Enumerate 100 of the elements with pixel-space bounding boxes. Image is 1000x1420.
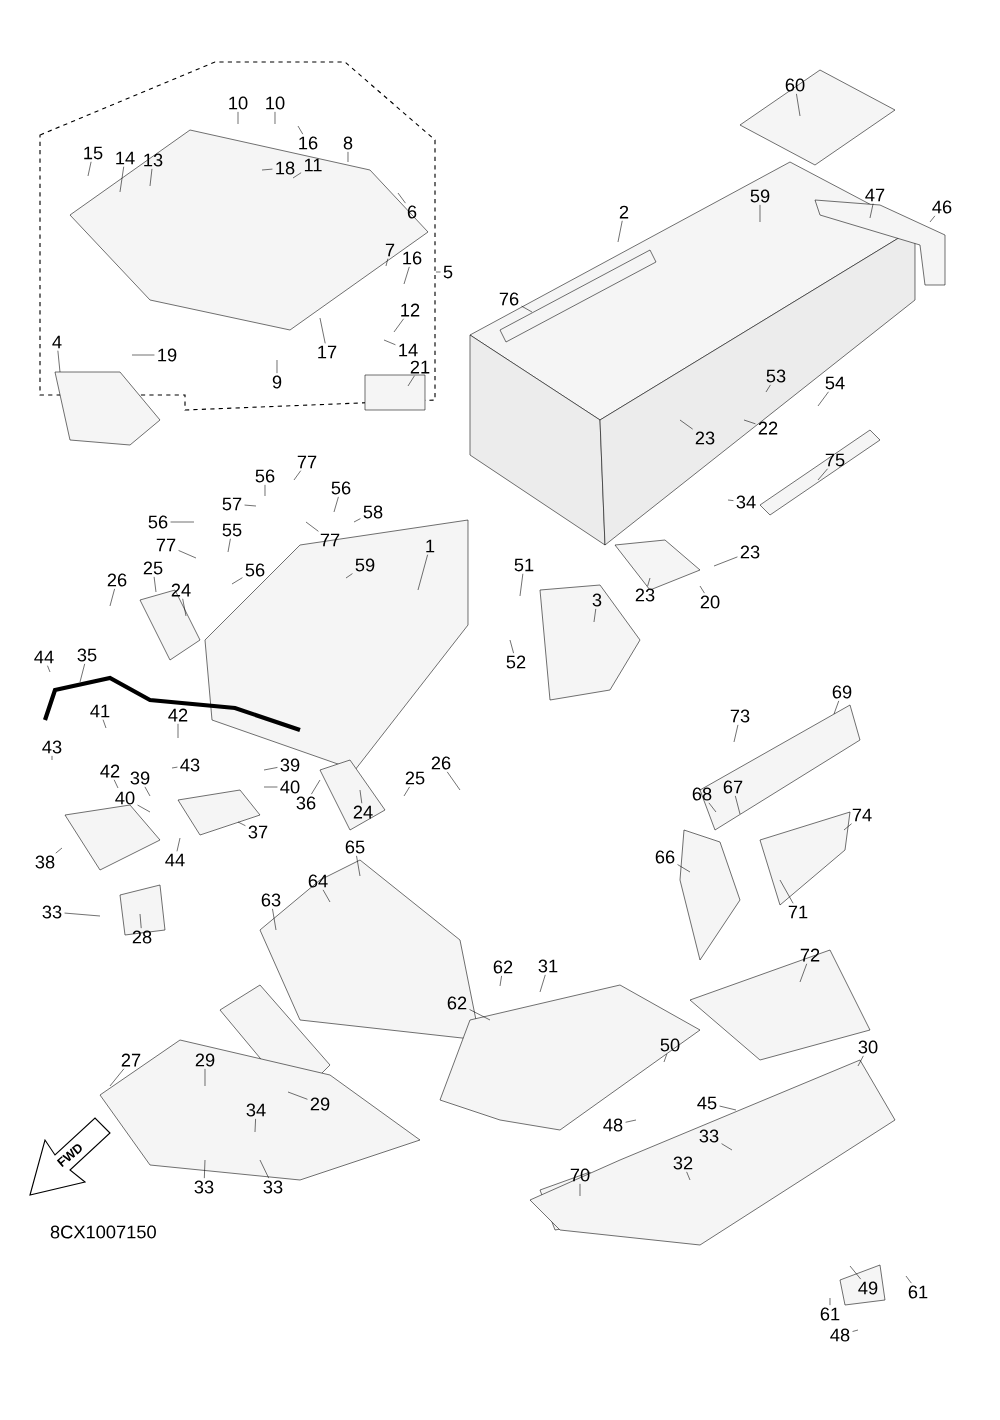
leader-line: [276, 359, 278, 374]
leader-line: [137, 804, 151, 813]
callout-number: 62: [447, 996, 467, 1010]
callout-number: 39: [130, 771, 150, 785]
callout-number: 24: [353, 805, 373, 819]
callout-number: 37: [248, 825, 268, 839]
callout-number: 33: [263, 1180, 283, 1194]
leader-line: [829, 1297, 831, 1306]
callout-number: 47: [865, 188, 885, 202]
leader-line: [178, 550, 197, 559]
leader-line: [322, 889, 331, 903]
callout-number: 35: [77, 648, 97, 662]
leader-line: [539, 974, 546, 993]
leader-line: [171, 766, 178, 769]
leader-line: [796, 93, 801, 117]
leader-line: [292, 172, 302, 179]
callout-number: 30: [858, 1040, 878, 1054]
callout-number: 44: [165, 853, 185, 867]
callout-number: 56: [148, 515, 168, 529]
callout-number: 20: [700, 595, 720, 609]
callout-number: 4: [52, 335, 62, 349]
leader-line: [905, 1275, 912, 1284]
callout-number: 12: [401, 303, 420, 317]
leader-line: [333, 496, 339, 513]
callout-number: 44: [34, 650, 54, 664]
leader-line: [153, 576, 157, 593]
callout-number: 67: [723, 780, 743, 794]
callout-number: 42: [168, 708, 188, 722]
callout-number: 48: [830, 1328, 850, 1342]
leader-line: [721, 1143, 733, 1151]
leader-line: [579, 1183, 581, 1197]
callout-number: 33: [42, 905, 62, 919]
callout-number: 74: [852, 808, 872, 822]
leader-line: [131, 354, 155, 356]
leader-line: [727, 499, 734, 501]
leader-line: [679, 419, 693, 430]
leader-line: [259, 1159, 269, 1179]
callout-number: 13: [144, 153, 163, 167]
leader-line: [293, 470, 301, 481]
leader-line: [319, 317, 326, 344]
leader-line: [799, 963, 808, 983]
callout-number: 65: [345, 840, 365, 854]
callout-number: 71: [788, 905, 808, 919]
callout-number: 69: [832, 685, 852, 699]
callout-number: 26: [107, 573, 127, 587]
leader-line: [663, 1053, 668, 1063]
leader-line: [353, 518, 361, 523]
leader-line: [287, 1091, 308, 1100]
callout-number: 49: [858, 1281, 878, 1295]
callout-number: 10: [266, 96, 285, 110]
leader-line: [857, 1055, 864, 1067]
leader-line: [843, 823, 852, 831]
leader-line: [817, 391, 829, 407]
leader-line: [417, 554, 428, 591]
callout-number: 52: [506, 655, 526, 669]
leader-line: [263, 786, 278, 788]
callout-number: 10: [229, 96, 248, 110]
leader-line: [765, 384, 771, 393]
callout-number: 60: [785, 78, 805, 92]
callout-number: 31: [538, 959, 558, 973]
callout-number: 51: [514, 558, 534, 572]
leader-line: [817, 468, 828, 481]
leader-line: [743, 419, 756, 425]
callout-number: 77: [156, 538, 176, 552]
leader-line: [779, 879, 794, 904]
leader-line: [719, 1105, 737, 1111]
callout-number: 9: [272, 375, 282, 389]
leader-line: [297, 125, 304, 135]
leader-line: [713, 556, 738, 567]
callout-number: 72: [800, 948, 820, 962]
leader-line: [469, 1009, 491, 1021]
callout-number: 2: [619, 205, 629, 219]
leader-line: [499, 975, 502, 987]
callout-number: 14: [399, 343, 418, 357]
callout-number: 45: [697, 1096, 717, 1110]
leader-line: [347, 151, 349, 163]
leader-line: [149, 168, 153, 187]
callout-number: 76: [499, 292, 519, 306]
leader-line: [393, 318, 404, 333]
callout-number: 32: [673, 1156, 693, 1170]
leader-line: [119, 166, 124, 193]
leader-line: [593, 608, 597, 623]
leader-line: [109, 1068, 125, 1087]
leader-line: [139, 913, 142, 929]
callout-number: 64: [308, 874, 328, 888]
leader-line: [113, 779, 119, 789]
callout-number: 18: [276, 161, 295, 175]
leader-line: [79, 663, 85, 683]
leader-line: [617, 220, 623, 243]
leader-line: [244, 504, 257, 507]
leader-line: [231, 577, 243, 585]
leader-line: [385, 258, 389, 267]
callout-number: 1: [426, 539, 435, 553]
callout-number: 59: [355, 558, 375, 572]
callout-number: 63: [261, 893, 281, 907]
leader-line: [519, 573, 524, 597]
callout-number: 58: [363, 505, 383, 519]
callout-number: 17: [318, 345, 337, 359]
leader-line: [833, 700, 840, 715]
leader-line: [708, 802, 717, 813]
